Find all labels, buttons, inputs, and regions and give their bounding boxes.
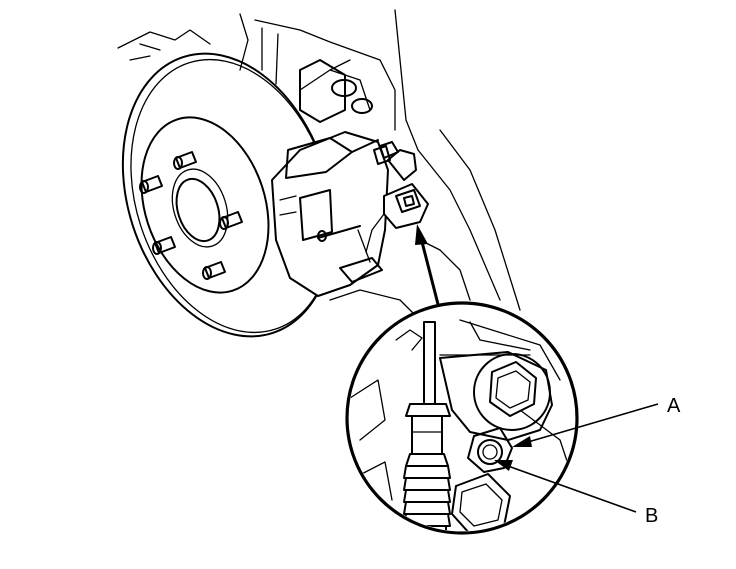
wheel-stud-group xyxy=(139,151,243,280)
zoom-arrow xyxy=(415,224,442,313)
sensor-wire xyxy=(403,321,451,531)
wheel-stud xyxy=(202,261,226,280)
wheel-stud xyxy=(219,211,243,230)
detail-circle-border xyxy=(345,301,579,535)
wheel-stud xyxy=(152,236,176,255)
detail-view xyxy=(349,319,571,531)
sensor-clip xyxy=(467,427,513,473)
wheel-stud xyxy=(173,151,197,170)
callout-a-leader xyxy=(512,403,659,447)
brake-caliper xyxy=(271,59,391,297)
callout-label-b: B xyxy=(645,505,658,527)
wheel-stud xyxy=(139,175,163,194)
sensor-connector xyxy=(365,141,429,253)
callout-label-a: A xyxy=(667,395,681,417)
callout-b-leader xyxy=(494,460,637,513)
hex-bolt xyxy=(473,353,551,431)
